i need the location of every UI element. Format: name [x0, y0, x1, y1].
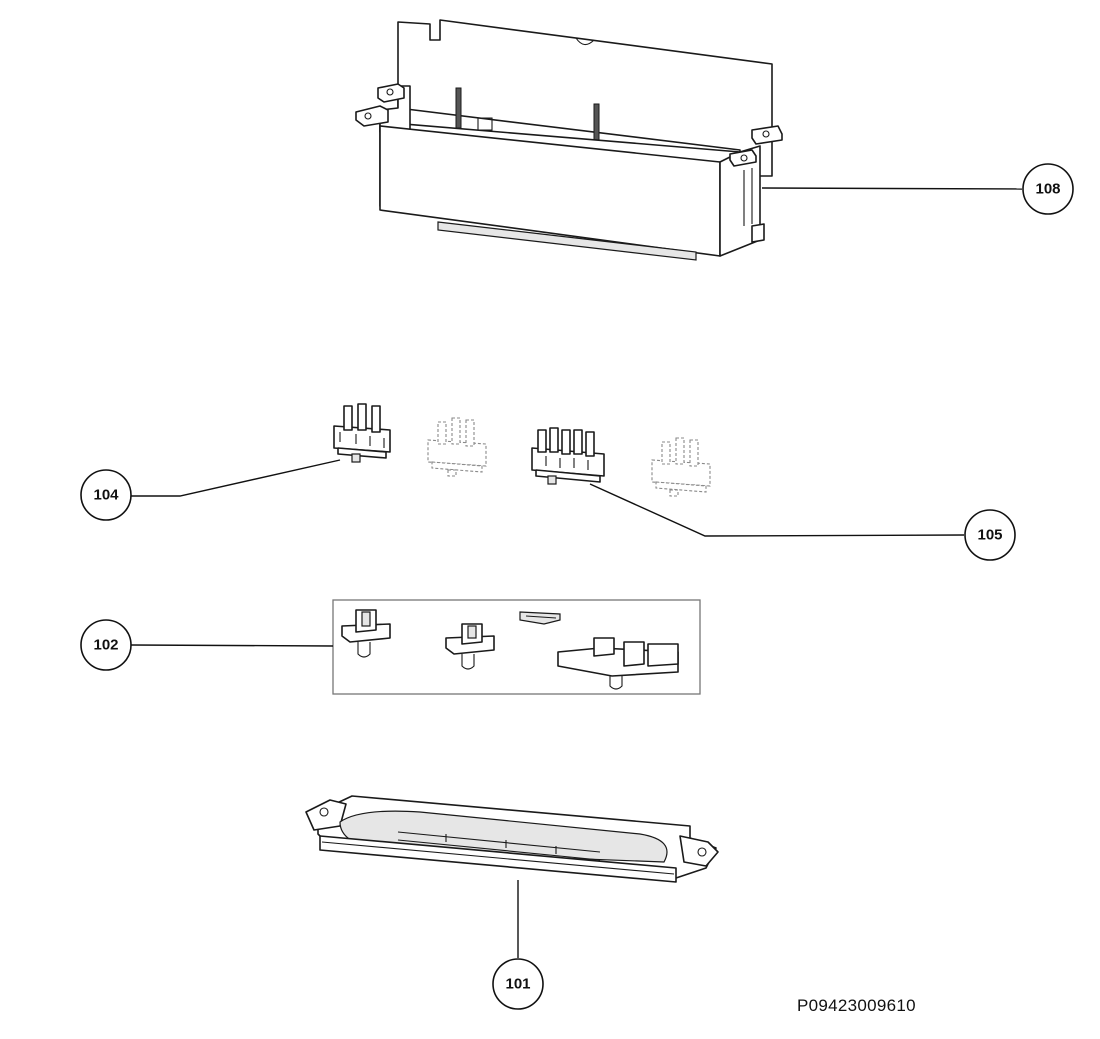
svg-text:102: 102	[93, 637, 118, 654]
svg-text:105: 105	[977, 527, 1002, 544]
svg-text:104: 104	[93, 487, 119, 504]
part-108-housing[interactable]	[355, 19, 783, 261]
leader-line-105	[589, 483, 965, 537]
connector-variant-ghost-1	[427, 417, 487, 477]
svg-text:108: 108	[1035, 181, 1060, 198]
callout-101[interactable]: 101	[492, 958, 544, 1010]
leader-line-104	[131, 459, 341, 497]
leader-line-108	[761, 187, 1023, 190]
svg-text:101: 101	[505, 976, 530, 993]
connector-variant-ghost-2	[651, 437, 711, 497]
callout-108[interactable]: 108	[1022, 163, 1074, 215]
part-101-display-frame[interactable]	[305, 795, 719, 883]
callout-105[interactable]: 105	[964, 509, 1016, 561]
part-105-connector[interactable]	[531, 427, 605, 485]
part-104-connector[interactable]	[333, 403, 391, 463]
leader-line-102	[130, 644, 334, 647]
part-102-switch-kit[interactable]	[341, 609, 679, 690]
part-102-group-box	[332, 599, 701, 695]
document-id-label: P09423009610	[797, 996, 916, 1015]
callout-104[interactable]: 104	[80, 469, 132, 521]
callout-102[interactable]: 102	[80, 619, 132, 671]
